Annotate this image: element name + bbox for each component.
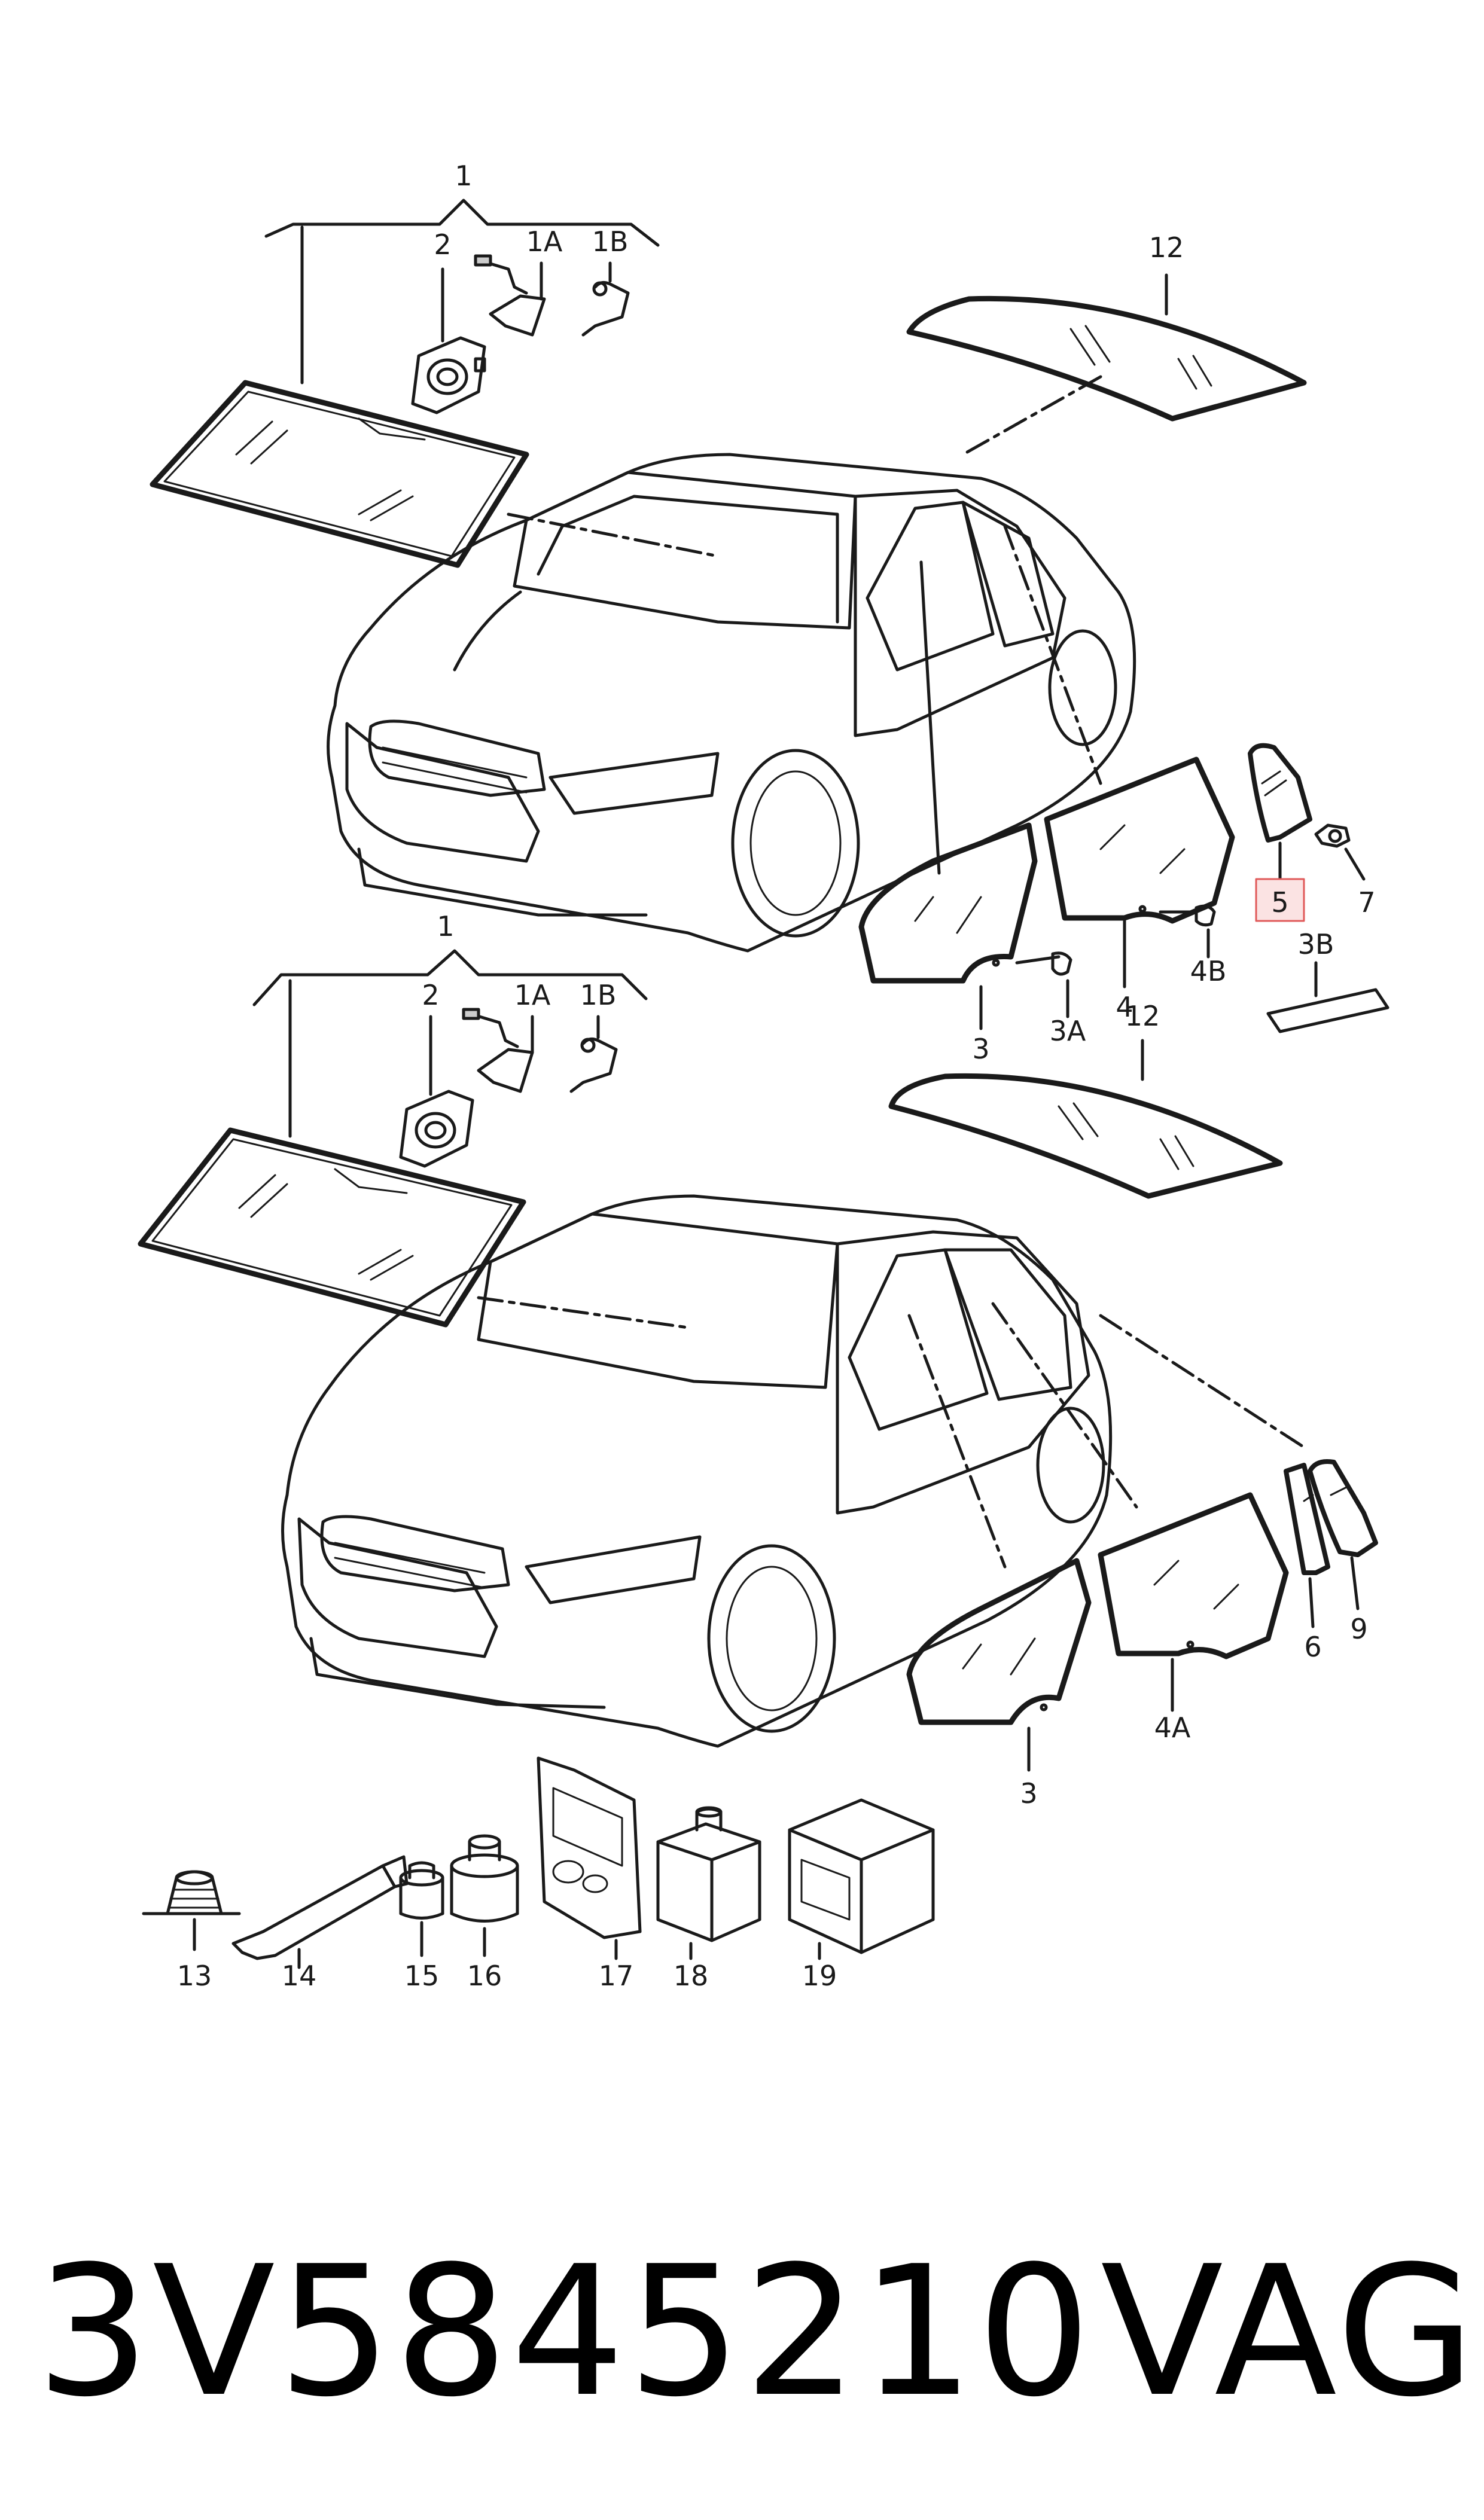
sedan-car-outline (327, 453, 1136, 953)
windscreen-top (150, 380, 529, 568)
quarter-glass-5 (1248, 743, 1312, 881)
label-1a-top: 1A (526, 225, 563, 258)
door-glass-3-bottom (906, 1558, 1092, 1772)
label-1b-top: 1B (592, 225, 629, 258)
clip-bottom (569, 1015, 618, 1093)
estate-car-outline (281, 1194, 1306, 1748)
cartridge-15 (399, 1861, 444, 1957)
clip-4b (1159, 904, 1216, 959)
windscreen-bottom (138, 1127, 526, 1328)
label-2-top: 2 (434, 228, 451, 261)
clip-3a (1015, 951, 1072, 1018)
label-1-top: 1 (455, 160, 472, 192)
top-bracket (264, 199, 660, 385)
wire-cover-bottom (462, 1008, 534, 1093)
label-3b-top: 3B (1298, 928, 1334, 960)
spacer-13 (142, 1870, 241, 1951)
door-glass-3-top (858, 822, 1038, 1030)
label-1-bottom: 1 (437, 910, 454, 942)
rain-sensor-top (411, 267, 486, 414)
label-1a-bottom: 1A (514, 979, 551, 1011)
label-14: 14 (282, 1960, 317, 1992)
rain-sensor-bottom (399, 1015, 474, 1168)
label-3-bottom: 3 (1020, 1777, 1037, 1810)
part-number-text: 3V5845210 (36, 2228, 1094, 2436)
label-4-top: 4 (1116, 991, 1133, 1023)
label-7-top: 7 (1358, 886, 1375, 919)
label-4b-top: 4B (1190, 955, 1227, 987)
brand-text: VAG (1101, 2228, 1478, 2436)
clip-7 (1314, 823, 1366, 881)
label-17: 17 (599, 1960, 634, 1992)
label-13: 13 (177, 1960, 212, 1992)
label-5-highlight: 5 (1271, 886, 1288, 919)
primer-can-16 (450, 1834, 519, 1957)
wire-cover-top (474, 254, 546, 337)
label-18: 18 (674, 1960, 709, 1992)
label-3a-top: 3A (1050, 1015, 1086, 1047)
label-12-bottom: 12 (1125, 1000, 1160, 1032)
applicator-bag-17 (537, 1756, 642, 1960)
label-2-bottom: 2 (422, 979, 439, 1011)
highlight-box-5 (1255, 878, 1305, 922)
sunroof-glass-top (906, 273, 1307, 456)
kit-box-19 (788, 1798, 935, 1960)
clip-top (581, 261, 630, 337)
sunroof-glass-bottom (888, 1039, 1283, 1199)
label-9-bottom: 9 (1350, 1613, 1367, 1645)
quarter-glass-6 (1284, 1463, 1330, 1628)
label-19: 19 (802, 1960, 837, 1992)
bottom-bracket (252, 949, 648, 1138)
label-4a-bottom: 4A (1154, 1711, 1191, 1744)
adhesive-tube-14 (231, 1855, 409, 1969)
label-1b-bottom: 1B (580, 979, 617, 1011)
seal-strip-3b (1266, 961, 1389, 1033)
door-glass-4a-bottom (1098, 1492, 1289, 1712)
bottle-18 (656, 1806, 761, 1960)
label-3-top: 3 (972, 1033, 989, 1065)
label-12-top: 12 (1149, 231, 1184, 264)
quarter-glass-9 (1308, 1459, 1378, 1610)
label-16: 16 (467, 1960, 502, 1992)
label-15: 15 (404, 1960, 440, 1992)
door-glass-4-top (1044, 756, 1235, 989)
label-6-bottom: 6 (1304, 1631, 1321, 1663)
